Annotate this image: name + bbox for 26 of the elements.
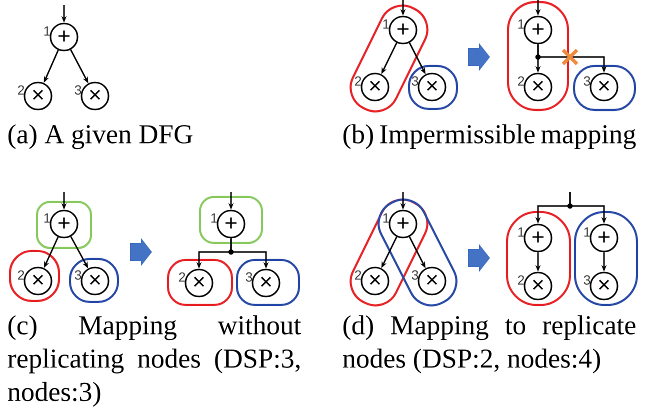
node-number: 3	[412, 76, 418, 86]
node-number: 3	[584, 76, 590, 86]
node-number: 1	[584, 227, 590, 237]
node-number: 3	[412, 270, 418, 280]
node-number: 1	[518, 19, 524, 29]
node-number: 3	[74, 270, 82, 280]
node-number: 2	[18, 270, 24, 280]
node-number: 3	[584, 275, 590, 285]
node-number: 2	[518, 76, 524, 86]
node-number: 1	[383, 19, 390, 29]
node-number: 1	[44, 26, 50, 36]
caption: (d) Mapping to replicate nodes (DSP:2, nodes:4)	[342, 315, 636, 374]
caption: (b) Impermissible mapping	[343, 124, 636, 150]
caption: (c) Mapping without replicating nodes (DSP:3, nodes:3)	[8, 315, 302, 407]
node-number: 1	[211, 213, 218, 223]
node-number: 2	[18, 85, 24, 95]
node-number: 2	[179, 272, 186, 282]
node-number: 3	[74, 85, 82, 95]
caption: (a) A given DFG	[8, 124, 192, 150]
node-number: 3	[246, 272, 252, 282]
node-number: 1	[44, 213, 50, 223]
node-number: 2	[355, 76, 362, 86]
node-number: 1	[383, 213, 390, 223]
node-number: 1	[518, 227, 524, 237]
node-number: 2	[355, 270, 362, 280]
node-number: 2	[518, 275, 524, 285]
